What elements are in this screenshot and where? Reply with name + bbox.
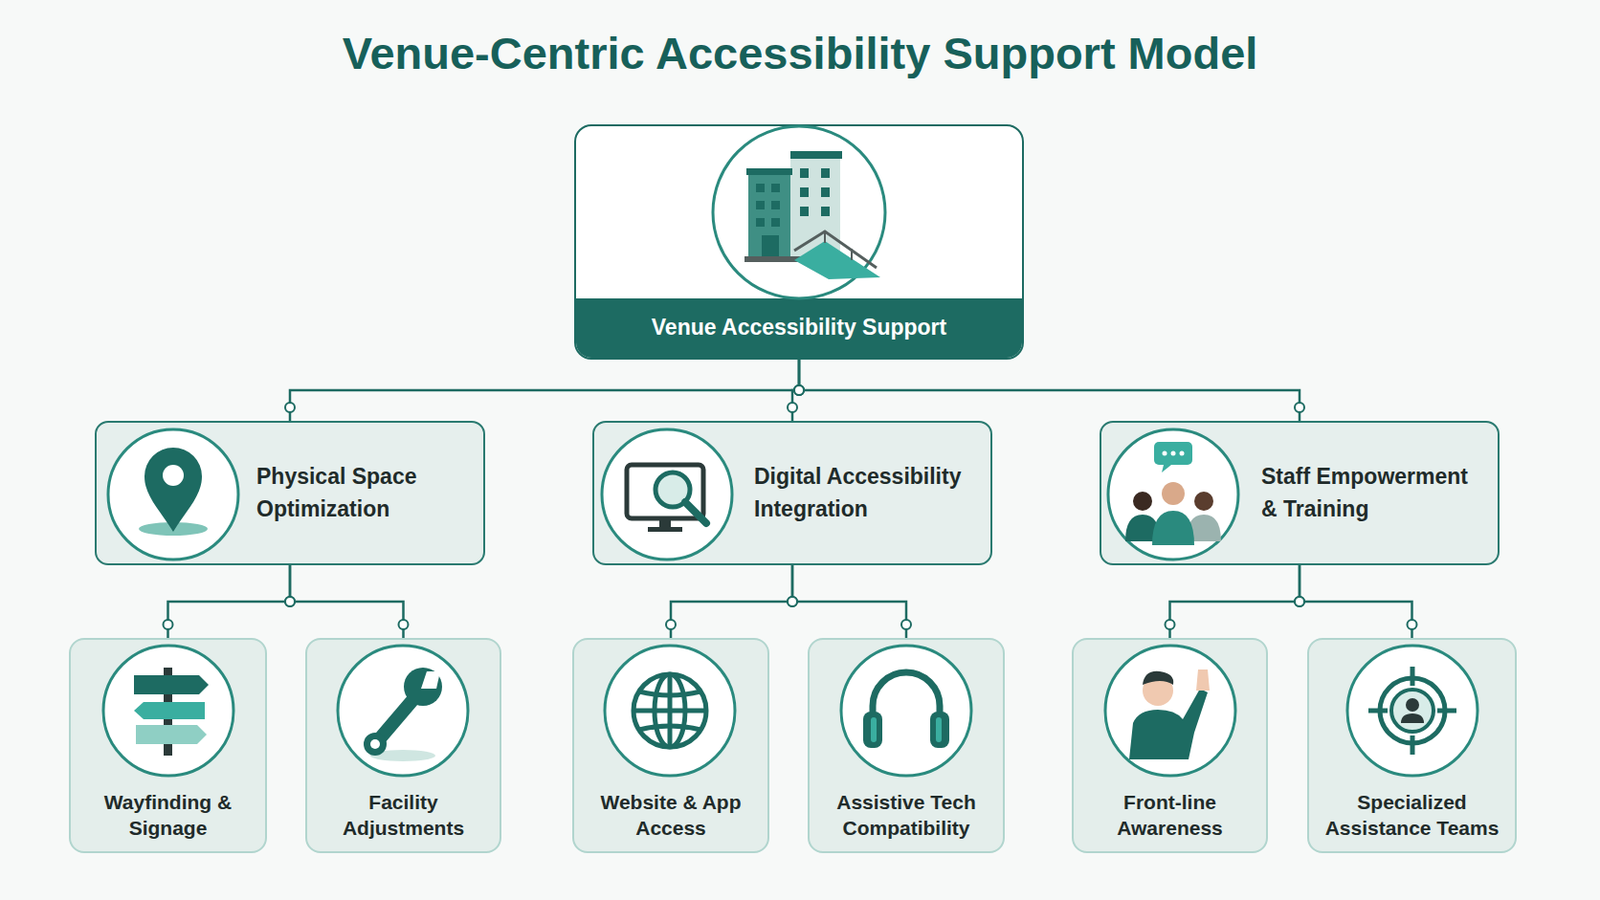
category-label: Physical Space Optimization xyxy=(256,461,472,526)
tree-connector xyxy=(792,565,907,639)
icon-circles xyxy=(103,126,1478,777)
headphones-icon xyxy=(863,672,950,749)
signpost-icon xyxy=(133,667,209,756)
junction-dot xyxy=(794,385,804,396)
junction-dot xyxy=(399,620,409,630)
item-box: Front-line Awareness xyxy=(1071,638,1268,854)
junction-dot xyxy=(1294,597,1305,607)
category-label: Staff Empowerment & Training xyxy=(1261,461,1487,526)
tree-connector xyxy=(1170,565,1301,639)
map-pin-icon xyxy=(138,447,208,536)
junction-dot xyxy=(163,620,174,630)
item-box: Wayfinding & Signage xyxy=(68,638,267,854)
junction-dot xyxy=(1294,597,1305,607)
item-label: Specialized Assistance Teams xyxy=(1316,789,1508,843)
junction-dot xyxy=(901,620,912,630)
root-label: Venue Accessibility Support xyxy=(576,298,1023,358)
item-label: Website & App Access xyxy=(581,789,760,843)
waving-person-icon xyxy=(1129,669,1210,760)
tree-connector xyxy=(289,359,800,422)
category-box: Physical Space Optimization xyxy=(94,421,486,566)
category-box: Staff Empowerment & Training xyxy=(1099,421,1500,566)
junction-dot xyxy=(794,385,804,396)
junction-dot xyxy=(285,597,295,607)
item-box: Assistive Tech Compatibility xyxy=(807,638,1005,854)
category-box: Digital Accessibility Integration xyxy=(592,421,993,566)
junction-dot xyxy=(666,620,676,630)
junction-dot xyxy=(794,385,804,396)
tree-connector xyxy=(168,565,291,639)
item-label: Wayfinding & Signage xyxy=(78,789,258,843)
junction-dot xyxy=(787,597,798,607)
wrench-icon xyxy=(363,667,443,762)
junction-dot xyxy=(787,597,798,607)
junction-dot xyxy=(1407,620,1418,630)
junction-dot xyxy=(285,597,295,607)
item-box: Specialized Assistance Teams xyxy=(1307,638,1517,854)
junction-dot xyxy=(787,402,798,413)
item-box: Website & App Access xyxy=(572,638,770,854)
target-person-icon xyxy=(1368,666,1457,756)
item-label: Facility Adjustments xyxy=(314,789,492,843)
junction-dot xyxy=(1294,402,1305,413)
tree-connector xyxy=(289,565,404,639)
junction-dot xyxy=(285,402,295,413)
category-label: Digital Accessibility Integration xyxy=(754,461,979,526)
item-label: Assistive Tech Compatibility xyxy=(817,789,996,843)
diagram-title: Venue-Centric Accessibility Support Mode… xyxy=(0,26,1600,80)
tree-connector xyxy=(1299,565,1413,639)
people-chat-icon xyxy=(1125,442,1222,546)
item-label: Front-line Awareness xyxy=(1081,789,1259,843)
globe-icon xyxy=(633,674,707,748)
building-icon xyxy=(744,151,881,280)
tree-connector xyxy=(670,565,793,639)
tree-connector xyxy=(799,359,1300,422)
root-box: Venue Accessibility Support xyxy=(574,124,1024,360)
junction-dot xyxy=(1165,620,1176,630)
monitor-search-icon xyxy=(626,465,707,533)
item-box: Facility Adjustments xyxy=(305,638,502,854)
